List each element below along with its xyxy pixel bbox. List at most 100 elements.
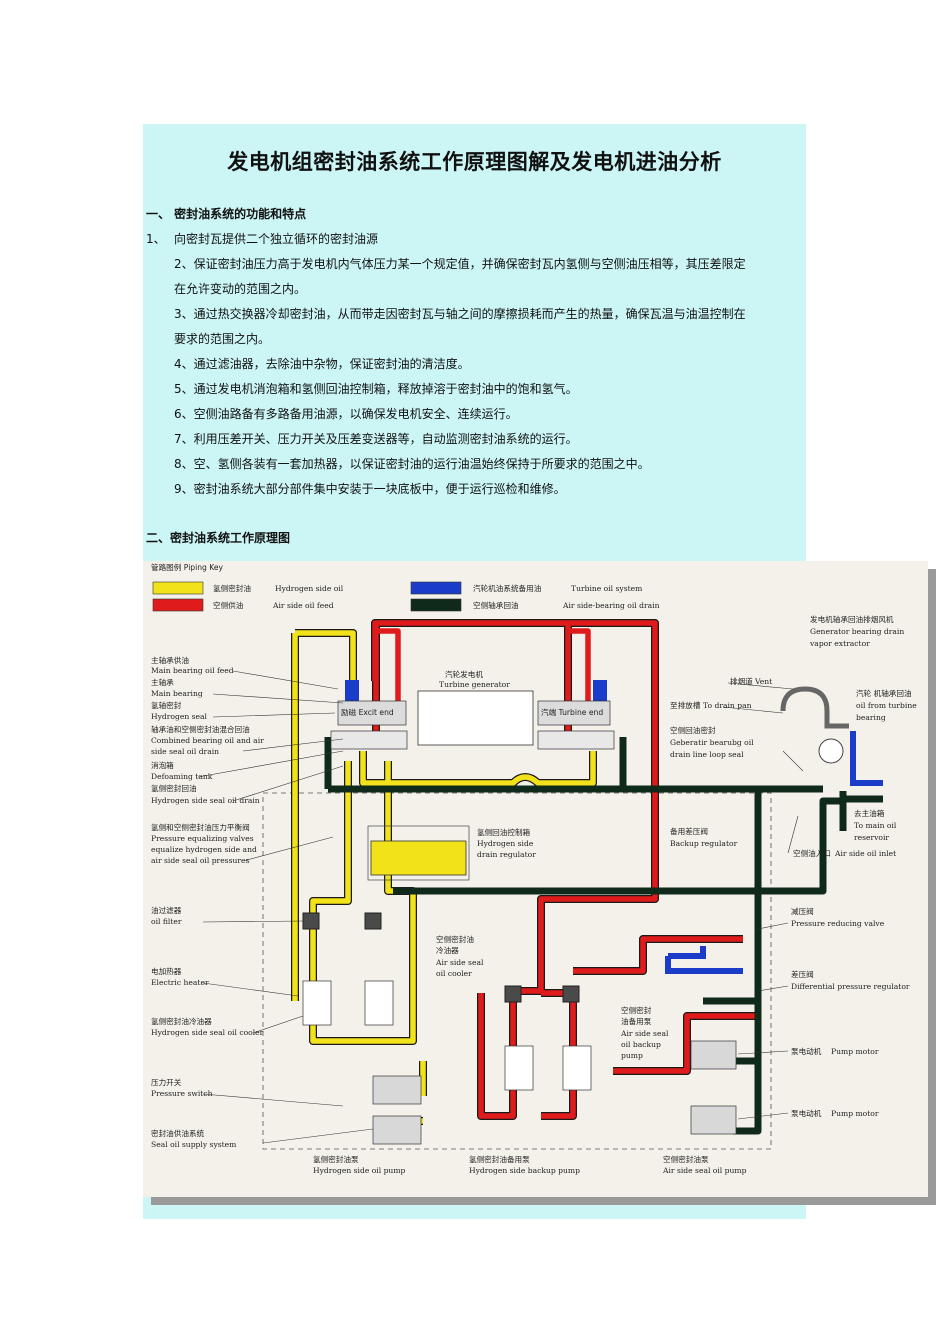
list-item: 在允许变动的范围之内。 bbox=[174, 282, 307, 296]
svg-text:Backup regulator: Backup regulator bbox=[670, 839, 738, 848]
svg-text:压力开关: 压力开关 bbox=[151, 1077, 182, 1087]
seal-oil-unit-boundary bbox=[262, 792, 772, 1150]
turbine-end-label: 汽端 Turbine end bbox=[541, 707, 603, 717]
air-oil-filter bbox=[562, 985, 580, 1003]
hydrogen-backup-pump bbox=[372, 1115, 422, 1145]
turbine-generator-label-en: Turbine generator bbox=[439, 680, 510, 689]
drain-regulator-frame bbox=[367, 825, 470, 881]
svg-text:reservoir: reservoir bbox=[854, 833, 889, 842]
list-item: 2、保证密封油压力高于发电机内气体压力某一个规定值，并确保密封瓦内氢侧与空侧油压… bbox=[174, 257, 746, 271]
list-item: 要求的范围之内。 bbox=[174, 332, 271, 346]
svg-text:Main bearing: Main bearing bbox=[151, 689, 203, 698]
svg-text:排烟道: 排烟道 bbox=[730, 676, 753, 686]
svg-text:oil cooler: oil cooler bbox=[436, 969, 472, 978]
svg-text:氢侧密封油备用泵: 氢侧密封油备用泵 bbox=[469, 1154, 530, 1164]
svg-text:Electric heater: Electric heater bbox=[151, 978, 209, 987]
bottom-callouts: 氢侧密封油泵 Hydrogen side oil pump 氢侧密封油备用泵 H… bbox=[313, 1154, 747, 1175]
svg-text:去主油箱: 去主油箱 bbox=[854, 808, 885, 818]
hydrogen-oil-cooler bbox=[302, 980, 332, 1026]
key-label-cn: 汽轮机油系统备用油 bbox=[473, 583, 541, 593]
list-item: 3、通过热交换器冷却密封油，从而带走因密封瓦与轴之间的摩擦损耗而产生的热量，确保… bbox=[174, 307, 746, 321]
key-label-cn: 空侧轴承回油 bbox=[473, 600, 519, 610]
list-item: 4、通过滤油器，去除油中杂物，保证密封油的清洁度。 bbox=[174, 357, 470, 371]
svg-text:空侧密封: 空侧密封 bbox=[621, 1005, 652, 1015]
air-oil-filter bbox=[504, 985, 522, 1003]
key-label-en: Turbine oil system bbox=[571, 584, 642, 593]
list-item: 8、空、氢侧各装有一套加热器，以保证密封油的运行油温始终保持于所要求的范围之中。 bbox=[174, 457, 650, 471]
svg-text:空侧密封油: 空侧密封油 bbox=[436, 934, 474, 944]
vapor-extractor-fan bbox=[818, 738, 844, 764]
svg-text:备用差压阀: 备用差压阀 bbox=[670, 826, 708, 836]
svg-text:冷油器: 冷油器 bbox=[436, 945, 459, 955]
key-label-en: Hydrogen side oil bbox=[275, 584, 344, 593]
svg-text:电加热器: 电加热器 bbox=[151, 966, 182, 976]
hydrogen-oil-filter bbox=[364, 912, 382, 930]
svg-text:氢侧密封油泵: 氢侧密封油泵 bbox=[313, 1154, 359, 1164]
key-label-cn: 空侧供油 bbox=[213, 600, 243, 610]
hydrogen-oil-filter bbox=[302, 912, 320, 930]
svg-text:drain line loop seal: drain line loop seal bbox=[670, 750, 744, 759]
svg-text:Generator bearing drain: Generator bearing drain bbox=[810, 627, 904, 636]
svg-text:oil from turbine: oil from turbine bbox=[856, 701, 917, 710]
drain-regulator-label-cn: 氢侧回油控制箱 bbox=[477, 827, 531, 837]
svg-text:Pump motor: Pump motor bbox=[831, 1047, 879, 1056]
list-item: 7、利用压差开关、压力开关及压差变送器等，自动监测密封油系统的运行。 bbox=[174, 432, 578, 446]
diagram-svg: 管路图例 Piping Key 氢侧密封油 Hydrogen side oil … bbox=[151, 562, 917, 1175]
air-oil-cooler bbox=[562, 1045, 592, 1091]
hydrogen-side-pump bbox=[372, 1075, 422, 1105]
list-item: 9、密封油系统大部分部件集中安装于一块底板中，便于运行巡检和维修。 bbox=[174, 482, 566, 496]
exciter-end-seal bbox=[337, 700, 407, 726]
svg-text:主轴承: 主轴承 bbox=[151, 677, 174, 687]
svg-text:Air side seal: Air side seal bbox=[620, 1029, 669, 1038]
list-item: 向密封瓦提供二个独立循环的密封油源 bbox=[174, 232, 379, 246]
air-backup-pump bbox=[690, 1040, 737, 1070]
svg-text:Pressure equalizing valves: Pressure equalizing valves bbox=[151, 834, 254, 843]
svg-text:bearing: bearing bbox=[856, 713, 886, 722]
svg-text:Air side oil inlet: Air side oil inlet bbox=[834, 849, 896, 858]
section-heading-2: 二、密封油系统工作原理图 bbox=[146, 531, 291, 545]
svg-text:Hydrogen seal: Hydrogen seal bbox=[151, 712, 208, 721]
svg-text:Pump motor: Pump motor bbox=[831, 1109, 879, 1118]
svg-text:发电机轴承回油排烟风机: 发电机轴承回油排烟风机 bbox=[810, 614, 894, 624]
callout-leader-lines bbox=[197, 670, 804, 1144]
svg-text:主轴承供油: 主轴承供油 bbox=[151, 655, 189, 665]
list-item-number: 1、 bbox=[146, 232, 166, 246]
piping-key-title: 管路图例 Piping Key bbox=[151, 562, 224, 572]
svg-text:Hydrogen side seal oil drain: Hydrogen side seal oil drain bbox=[151, 796, 260, 805]
svg-text:Differential pressure regulato: Differential pressure regulator bbox=[791, 982, 910, 991]
list-item: 5、通过发电机消泡箱和氢侧回油控制箱，释放掉溶于密封油中的饱和氢气。 bbox=[174, 382, 578, 396]
svg-text:vapor extractor: vapor extractor bbox=[809, 639, 870, 648]
svg-text:Hydrogen side backup pump: Hydrogen side backup pump bbox=[469, 1166, 580, 1175]
hydrogen-oil-cooler bbox=[364, 980, 394, 1026]
list-item: 6、空侧油路备有多路备用油源，以确保发电机安全、连续运行。 bbox=[174, 407, 518, 421]
svg-text:消泡箱: 消泡箱 bbox=[151, 760, 174, 770]
svg-text:减压阀: 减压阀 bbox=[791, 906, 814, 916]
red-air-side-pipe bbox=[372, 620, 755, 1119]
svg-text:至排放槽: 至排放槽 bbox=[670, 700, 701, 710]
svg-text:汽轮 机轴承回油: 汽轮 机轴承回油 bbox=[856, 688, 912, 698]
key-swatch-bearing-drain bbox=[410, 598, 462, 612]
vapor-extractor-duct bbox=[780, 686, 849, 729]
key-swatch-hydrogen bbox=[152, 581, 204, 595]
drain-regulator-label-en: drain regulator bbox=[477, 850, 536, 859]
middle-callouts: 备用差压阀 Backup regulator 空侧密封油 冷油器 Air sid… bbox=[435, 826, 738, 1060]
svg-text:空侧回油密封: 空侧回油密封 bbox=[670, 725, 716, 735]
svg-text:air side seal oil pressures: air side seal oil pressures bbox=[151, 856, 249, 865]
key-label-en: Air side oil feed bbox=[272, 601, 334, 610]
air-oil-cooler bbox=[504, 1045, 534, 1091]
svg-text:equalize hydrogen side and: equalize hydrogen side and bbox=[151, 845, 257, 854]
svg-text:Geberatir bearubg oil: Geberatir bearubg oil bbox=[670, 738, 754, 747]
svg-text:Hydrogen side oil pump: Hydrogen side oil pump bbox=[313, 1166, 406, 1175]
svg-text:密封油供油系统: 密封油供油系统 bbox=[151, 1128, 205, 1138]
svg-text:oil filter: oil filter bbox=[151, 917, 182, 926]
svg-text:Hydrogen side seal oil cooler: Hydrogen side seal oil cooler bbox=[151, 1028, 264, 1037]
svg-text:oil backup: oil backup bbox=[621, 1040, 661, 1049]
defoaming-tank-exciter bbox=[330, 730, 408, 750]
svg-text:Defoaming tank: Defoaming tank bbox=[151, 772, 213, 781]
svg-text:Main bearing oil feed: Main bearing oil feed bbox=[151, 666, 234, 675]
exciter-end-label: 励磁 Excit end bbox=[341, 707, 394, 717]
defoaming-tank-turbine bbox=[537, 730, 615, 750]
key-swatch-turbine bbox=[410, 581, 462, 595]
svg-text:空侧密封油泵: 空侧密封油泵 bbox=[663, 1154, 709, 1164]
seal-oil-system-diagram: 管路图例 Piping Key 氢侧密封油 Hydrogen side oil … bbox=[143, 561, 928, 1197]
